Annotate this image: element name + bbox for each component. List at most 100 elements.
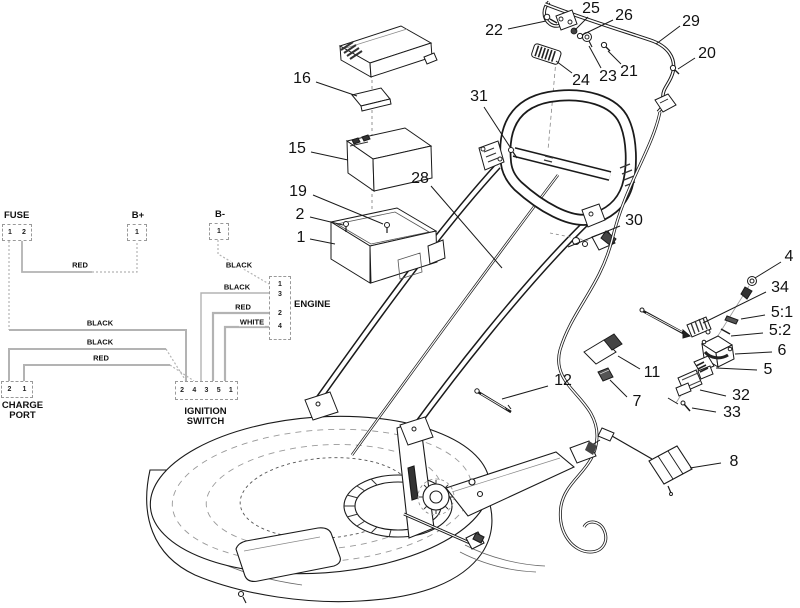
callout-label: 5 xyxy=(763,361,773,378)
leader-line xyxy=(702,291,767,324)
leader-line xyxy=(607,50,622,65)
callout-label: 19 xyxy=(289,183,307,200)
fuse-label: FUSE xyxy=(4,210,30,221)
bolt-22 xyxy=(543,13,558,24)
callout-label: 34 xyxy=(771,279,789,296)
battery-assembly xyxy=(329,25,446,284)
callout-label: 25 xyxy=(582,0,600,17)
leader-line xyxy=(309,238,336,245)
pin-number: 1 xyxy=(22,386,27,393)
callout-label: 4 xyxy=(784,248,794,265)
leader-line xyxy=(588,45,602,69)
callout-label: 15 xyxy=(288,140,306,157)
clamp-23 xyxy=(582,32,593,48)
b-plus-label: B+ xyxy=(131,210,145,221)
top-cable-assembly xyxy=(531,0,680,114)
handle-tubes xyxy=(304,163,589,446)
leader-line xyxy=(609,379,628,398)
pin-number: 1 xyxy=(228,387,233,394)
pin-number: 4 xyxy=(192,387,197,394)
bracket-34 xyxy=(686,316,712,338)
pin-number: 4 xyxy=(278,323,282,330)
wire-color-label: BLACK xyxy=(224,260,254,270)
callout-label: 24 xyxy=(572,72,590,89)
callout-label: 6 xyxy=(777,342,787,359)
bolt-21 xyxy=(600,41,611,52)
ignition-switch-label: IGNITION SWITCH xyxy=(184,406,227,428)
leader-line xyxy=(315,81,358,97)
pin-number: 1 xyxy=(135,229,139,236)
callout-label: 29 xyxy=(682,13,700,30)
pin-number: 1 xyxy=(278,281,282,288)
bolt-20 xyxy=(669,64,680,75)
charger-8 xyxy=(597,427,693,496)
leader-line xyxy=(567,225,621,248)
pad-16 xyxy=(351,87,392,112)
bolt-12b xyxy=(639,307,692,339)
callout-label: 33 xyxy=(723,404,741,421)
pin-number: 2 xyxy=(7,386,12,393)
battery-15 xyxy=(345,127,433,192)
wire-color-label: RED xyxy=(92,353,110,363)
mower-deck xyxy=(146,415,576,604)
pin-number: 3 xyxy=(204,387,209,394)
callout-label: 21 xyxy=(620,63,638,80)
ignition-key-assembly xyxy=(474,276,757,414)
leader-line xyxy=(734,351,773,355)
handle-assembly xyxy=(478,89,637,228)
callout-label: 5:1 xyxy=(770,304,794,321)
callout-label: 1 xyxy=(296,229,306,246)
callout-label: 11 xyxy=(643,364,661,381)
screw-31 xyxy=(508,147,518,159)
strap-24 xyxy=(531,43,562,65)
charge-port-label: CHARGE PORT xyxy=(1,400,44,422)
leader-line xyxy=(677,57,696,70)
pin-number: 3 xyxy=(278,291,282,298)
wire-color-label: RED xyxy=(71,260,89,270)
pin-number: 1 xyxy=(8,229,12,236)
key-4 xyxy=(740,276,757,300)
leader-line xyxy=(691,407,717,413)
battery-cover xyxy=(338,25,438,78)
leader-line xyxy=(507,20,547,30)
washer-5-1 xyxy=(724,315,739,325)
b-minus-label: B- xyxy=(214,209,226,220)
callout-label: 32 xyxy=(732,387,750,404)
leader-line xyxy=(483,106,511,148)
leader-line xyxy=(501,385,549,400)
b-plus-pinbox: 1 xyxy=(127,224,147,241)
leader-line xyxy=(754,261,782,279)
wire-color-label: RED xyxy=(234,302,252,312)
wire-harness xyxy=(557,111,693,554)
callout-label: 28 xyxy=(411,170,429,187)
clip-7 xyxy=(597,367,614,382)
callout-label: 7 xyxy=(632,393,642,410)
wire-color-label: WHITE xyxy=(238,317,266,327)
screw-33 xyxy=(667,397,691,412)
callout-label: 16 xyxy=(293,70,311,87)
screw-2 xyxy=(343,221,349,232)
leader-line xyxy=(309,216,344,226)
pin-number: 2 xyxy=(22,229,26,236)
pin-number: 1 xyxy=(217,228,221,235)
leader-lines xyxy=(309,16,782,469)
leader-line xyxy=(617,355,641,370)
wire-color-label: BLACK xyxy=(85,337,115,347)
pin-5-2 xyxy=(720,328,731,335)
b-minus-pinbox: 1 xyxy=(209,223,229,240)
callout-label: 26 xyxy=(615,7,633,24)
wire-color-label: BLACK xyxy=(85,318,115,328)
washer-26 xyxy=(576,32,584,40)
screw-19 xyxy=(384,222,390,233)
leader-line xyxy=(655,25,681,45)
callout-label: 8 xyxy=(729,453,739,470)
callout-label: 2 xyxy=(295,206,305,223)
hub-hatching xyxy=(344,478,392,538)
callout-label: 31 xyxy=(470,88,488,105)
